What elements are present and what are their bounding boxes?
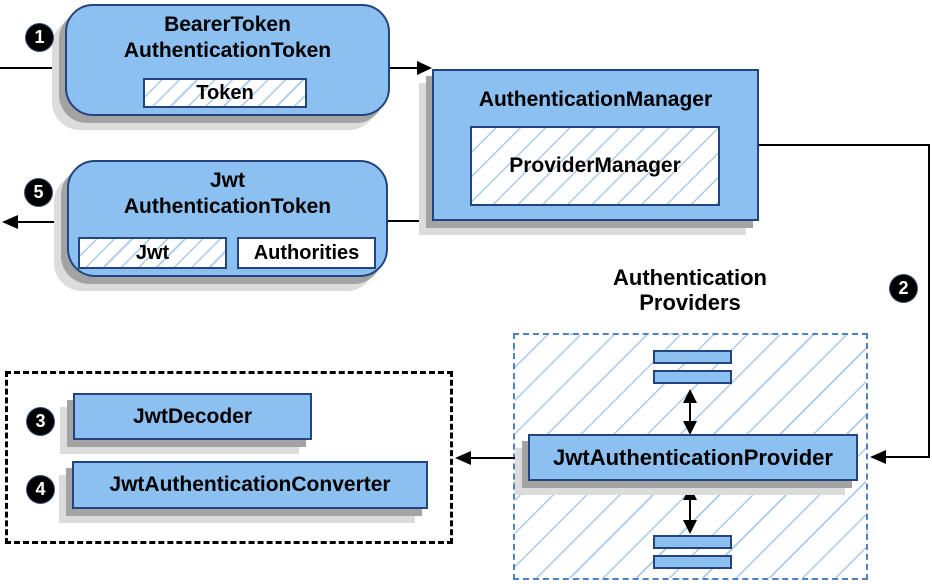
jwt-authentication-converter-label: JwtAuthenticationConverter bbox=[109, 473, 391, 496]
provider-stack-bar bbox=[653, 370, 732, 384]
step-2-number: 2 bbox=[898, 278, 909, 298]
bearer-to-manager-arrowhead-icon bbox=[417, 61, 432, 75]
step-3-badge: 3 bbox=[27, 408, 54, 435]
provider-to-tools-arrowhead-icon bbox=[455, 451, 471, 465]
step-4-number: 4 bbox=[35, 479, 46, 499]
authorities-chip-label: Authorities bbox=[253, 241, 360, 264]
jwt-token-title-line1: Jwt bbox=[209, 169, 245, 192]
step-2-badge: 2 bbox=[890, 275, 917, 302]
jwt-decoder-label: JwtDecoder bbox=[132, 404, 253, 428]
provider-stack-bar bbox=[653, 555, 732, 569]
jwt-token-title-line2: AuthenticationToken bbox=[123, 195, 332, 218]
provider-stack-bar bbox=[653, 535, 732, 549]
jwt-token-title: Jwt AuthenticationToken bbox=[124, 162, 331, 220]
step-1-number: 1 bbox=[34, 27, 45, 47]
authentication-providers-label-line2: Providers bbox=[639, 290, 741, 315]
jwt-authentication-provider-box: JwtAuthenticationProvider bbox=[528, 434, 858, 481]
authentication-manager-title: AuthenticationManager bbox=[478, 88, 713, 111]
provider-manager-label: ProviderManager bbox=[509, 154, 681, 177]
step-3-number: 3 bbox=[35, 411, 46, 431]
bearer-token-title-line1: BearerToken bbox=[164, 13, 291, 36]
jwt-chip-label: Jwt bbox=[135, 241, 170, 264]
jwt-authentication-provider-label: JwtAuthenticationProvider bbox=[553, 444, 833, 470]
bearer-token-title: BearerToken AuthenticationToken bbox=[124, 6, 331, 64]
provider-stack-bar bbox=[653, 350, 732, 364]
step-1-badge: 1 bbox=[26, 24, 53, 51]
jwt-decoder-box: JwtDecoder bbox=[73, 393, 312, 440]
authentication-providers-label-line1: Authentication bbox=[613, 265, 767, 290]
step-5-badge: 5 bbox=[25, 179, 52, 206]
jwt-chip: Jwt bbox=[78, 237, 227, 269]
authorities-chip: Authorities bbox=[237, 237, 376, 269]
provider-manager-chip: ProviderManager bbox=[470, 126, 720, 206]
step-4-badge: 4 bbox=[27, 476, 54, 503]
step-5-number: 5 bbox=[33, 182, 44, 202]
authentication-providers-label: Authentication Providers bbox=[590, 265, 790, 315]
token-chip: Token bbox=[143, 78, 307, 108]
token-chip-label: Token bbox=[196, 81, 254, 104]
manager-to-provider-arrowhead-icon bbox=[870, 450, 886, 464]
bearer-token-title-line2: AuthenticationToken bbox=[123, 39, 332, 62]
outgoing-result-arrowhead-icon bbox=[2, 215, 18, 229]
jwt-authentication-converter-box: JwtAuthenticationConverter bbox=[72, 461, 428, 509]
